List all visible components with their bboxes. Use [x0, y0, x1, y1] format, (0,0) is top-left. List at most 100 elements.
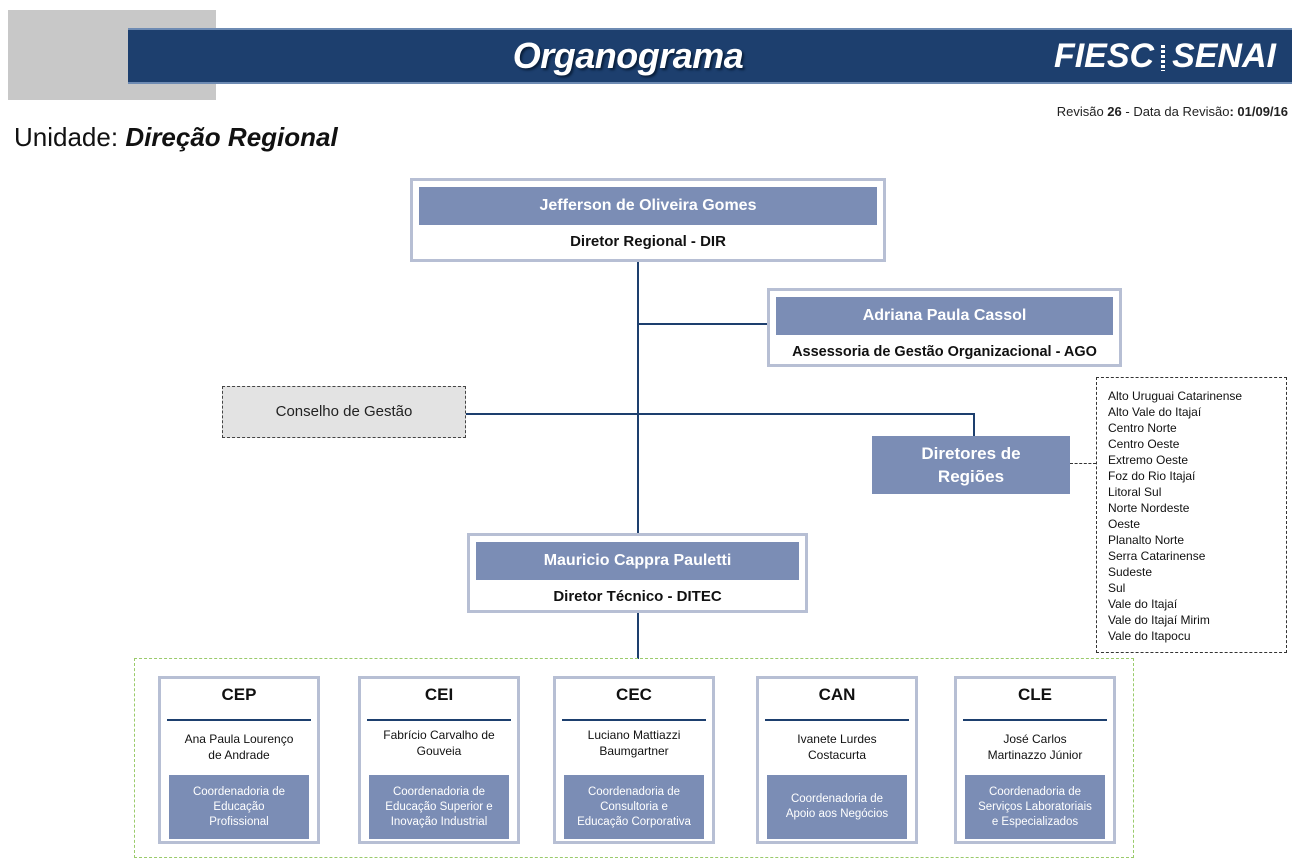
- region-item: Foz do Rio Itajaí: [1108, 469, 1196, 483]
- unit-label: Unidade:: [14, 122, 126, 152]
- coordination-code: CAN: [818, 685, 856, 704]
- region-item: Extremo Oeste: [1108, 453, 1189, 467]
- council-box: Conselho de Gestão: [222, 386, 466, 438]
- dept-line: Coordenadoria de: [587, 785, 681, 798]
- person-line: Luciano Mattiazzi: [587, 728, 681, 742]
- regional-directors-line2: Regiões: [937, 467, 1005, 486]
- regions-dashed-connector: [1070, 463, 1096, 464]
- coordination-code: CEI: [424, 685, 454, 704]
- region-item: Serra Catarinense: [1108, 549, 1206, 563]
- coordination-code: CEP: [221, 685, 257, 704]
- advisory-name: Adriana Paula Cassol: [776, 297, 1113, 335]
- dept-line: Coordenadoria de: [790, 793, 884, 805]
- regional-directors-line1: Diretores de: [921, 444, 1021, 463]
- brand-logo: FIESC SENAI: [1000, 28, 1276, 84]
- dept-line: Coordenadoria de: [988, 785, 1082, 798]
- person-line: José Carlos: [1003, 732, 1067, 746]
- revision-date-label: - Data da Revisão: [1121, 104, 1230, 119]
- region-item: Vale do Itajaí: [1108, 597, 1178, 611]
- advisory-connector: [638, 323, 768, 325]
- coordinations-connector: [637, 612, 639, 659]
- revision-number: 26: [1107, 104, 1122, 119]
- coordination-person: Ana Paula Lourenço de Andrade: [163, 731, 315, 763]
- director-box: Jefferson de Oliveira Gomes Diretor Regi…: [410, 178, 886, 262]
- technical-director-role: Diretor Técnico - DITEC: [553, 588, 722, 605]
- coordination-department: Coordenadoria de Apoio aos Negócios: [767, 775, 907, 839]
- region-item: Alto Uruguai Catarinense: [1108, 389, 1243, 403]
- dept-line: Profissional: [209, 815, 269, 828]
- regional-directors-connector: [973, 413, 975, 437]
- person-line: Gouveia: [416, 744, 462, 758]
- person-line: Ana Paula Lourenço: [184, 732, 294, 746]
- coordination-divider: [963, 719, 1107, 721]
- dept-line: Apoio aos Negócios: [785, 808, 889, 820]
- region-item: Litoral Sul: [1108, 485, 1162, 499]
- dept-line: Serviços Laboratoriais: [978, 800, 1092, 813]
- region-item: Centro Norte: [1108, 421, 1177, 435]
- person-line: de Andrade: [208, 748, 270, 762]
- main-vertical-connector: [637, 261, 639, 535]
- person-line: Costacurta: [807, 748, 867, 762]
- page-title: Organograma: [512, 35, 744, 76]
- region-item: Planalto Norte: [1108, 533, 1185, 547]
- director-name: Jefferson de Oliveira Gomes: [419, 187, 877, 225]
- coordination-code: CLE: [1018, 685, 1052, 704]
- unit-heading: Unidade: Direção Regional: [14, 122, 338, 153]
- advisory-box: Adriana Paula Cassol Assessoria de Gestã…: [767, 288, 1122, 367]
- person-line: Fabrício Carvalho de: [383, 728, 495, 742]
- technical-director-name: Mauricio Cappra Pauletti: [476, 542, 799, 580]
- region-item: Norte Nordeste: [1108, 501, 1190, 515]
- revision-colon: :: [1229, 104, 1238, 119]
- region-item: Sudeste: [1108, 565, 1153, 579]
- region-item: Vale do Itajaí Mirim: [1108, 613, 1210, 627]
- coordination-card-cep: CEP Ana Paula Lourenço de Andrade Coorden…: [158, 676, 320, 844]
- coordination-divider: [167, 719, 311, 721]
- dept-line: Coordenadoria de: [392, 785, 486, 798]
- coordination-person: Fabrício Carvalho de Gouveia: [363, 727, 515, 759]
- logo-senai: SENAI: [1172, 37, 1276, 75]
- dept-line: Educação Corporativa: [577, 815, 691, 828]
- region-item: Vale do Itapocu: [1108, 629, 1191, 643]
- dept-line: Consultoria e: [600, 800, 668, 813]
- coordination-department: Coordenadoria de Serviços Laboratoriais e …: [965, 775, 1105, 839]
- coordination-divider: [765, 719, 909, 721]
- council-connector: [466, 413, 975, 415]
- person-line: Ivanete Lurdes: [797, 732, 877, 746]
- dept-line: Educação Superior e: [385, 800, 493, 813]
- dept-line: Educação: [213, 800, 265, 813]
- coordinations-group: [134, 658, 1134, 858]
- coordination-card-cei: CEI Fabrício Carvalho de Gouveia Coordena…: [358, 676, 520, 844]
- technical-director-box: Mauricio Cappra Pauletti Diretor Técnico…: [467, 533, 808, 613]
- advisory-role: Assessoria de Gestão Organizacional - AG…: [792, 344, 1097, 360]
- person-line: Martinazzo Júnior: [987, 748, 1083, 762]
- region-item: Centro Oeste: [1108, 437, 1180, 451]
- region-item: Oeste: [1108, 517, 1141, 531]
- logo-separator: [1161, 45, 1166, 72]
- dept-line: Coordenadoria de: [192, 785, 286, 798]
- coordination-divider: [562, 719, 706, 721]
- region-item: Alto Vale do Itajaí: [1108, 405, 1202, 419]
- region-item: Sul: [1108, 581, 1126, 595]
- person-line: Baumgartner: [599, 744, 669, 758]
- dept-line: e Especializados: [991, 815, 1079, 828]
- unit-name: Direção Regional: [125, 122, 338, 152]
- regions-list: Alto Uruguai Catarinense Alto Vale do It…: [1096, 377, 1287, 653]
- regional-directors-box: Diretores de Regiões: [872, 436, 1070, 494]
- dept-line: Inovação Industrial: [390, 815, 488, 828]
- coordination-department: Coordenadoria de Educação Superior e Inova…: [369, 775, 509, 839]
- director-role: Diretor Regional - DIR: [570, 233, 726, 250]
- coordination-code: CEC: [616, 685, 652, 704]
- revision-info: Revisão 26 - Data da Revisão: 01/09/16: [1057, 104, 1288, 119]
- coordination-department: Coordenadoria de Consultoria e Educação Co…: [564, 775, 704, 839]
- coordination-divider: [367, 719, 511, 721]
- revision-label: Revisão: [1056, 104, 1108, 119]
- logo-fiesc: FIESC: [1053, 37, 1155, 75]
- header-bar: [128, 28, 1292, 84]
- revision-date: 01/09/16: [1237, 104, 1288, 119]
